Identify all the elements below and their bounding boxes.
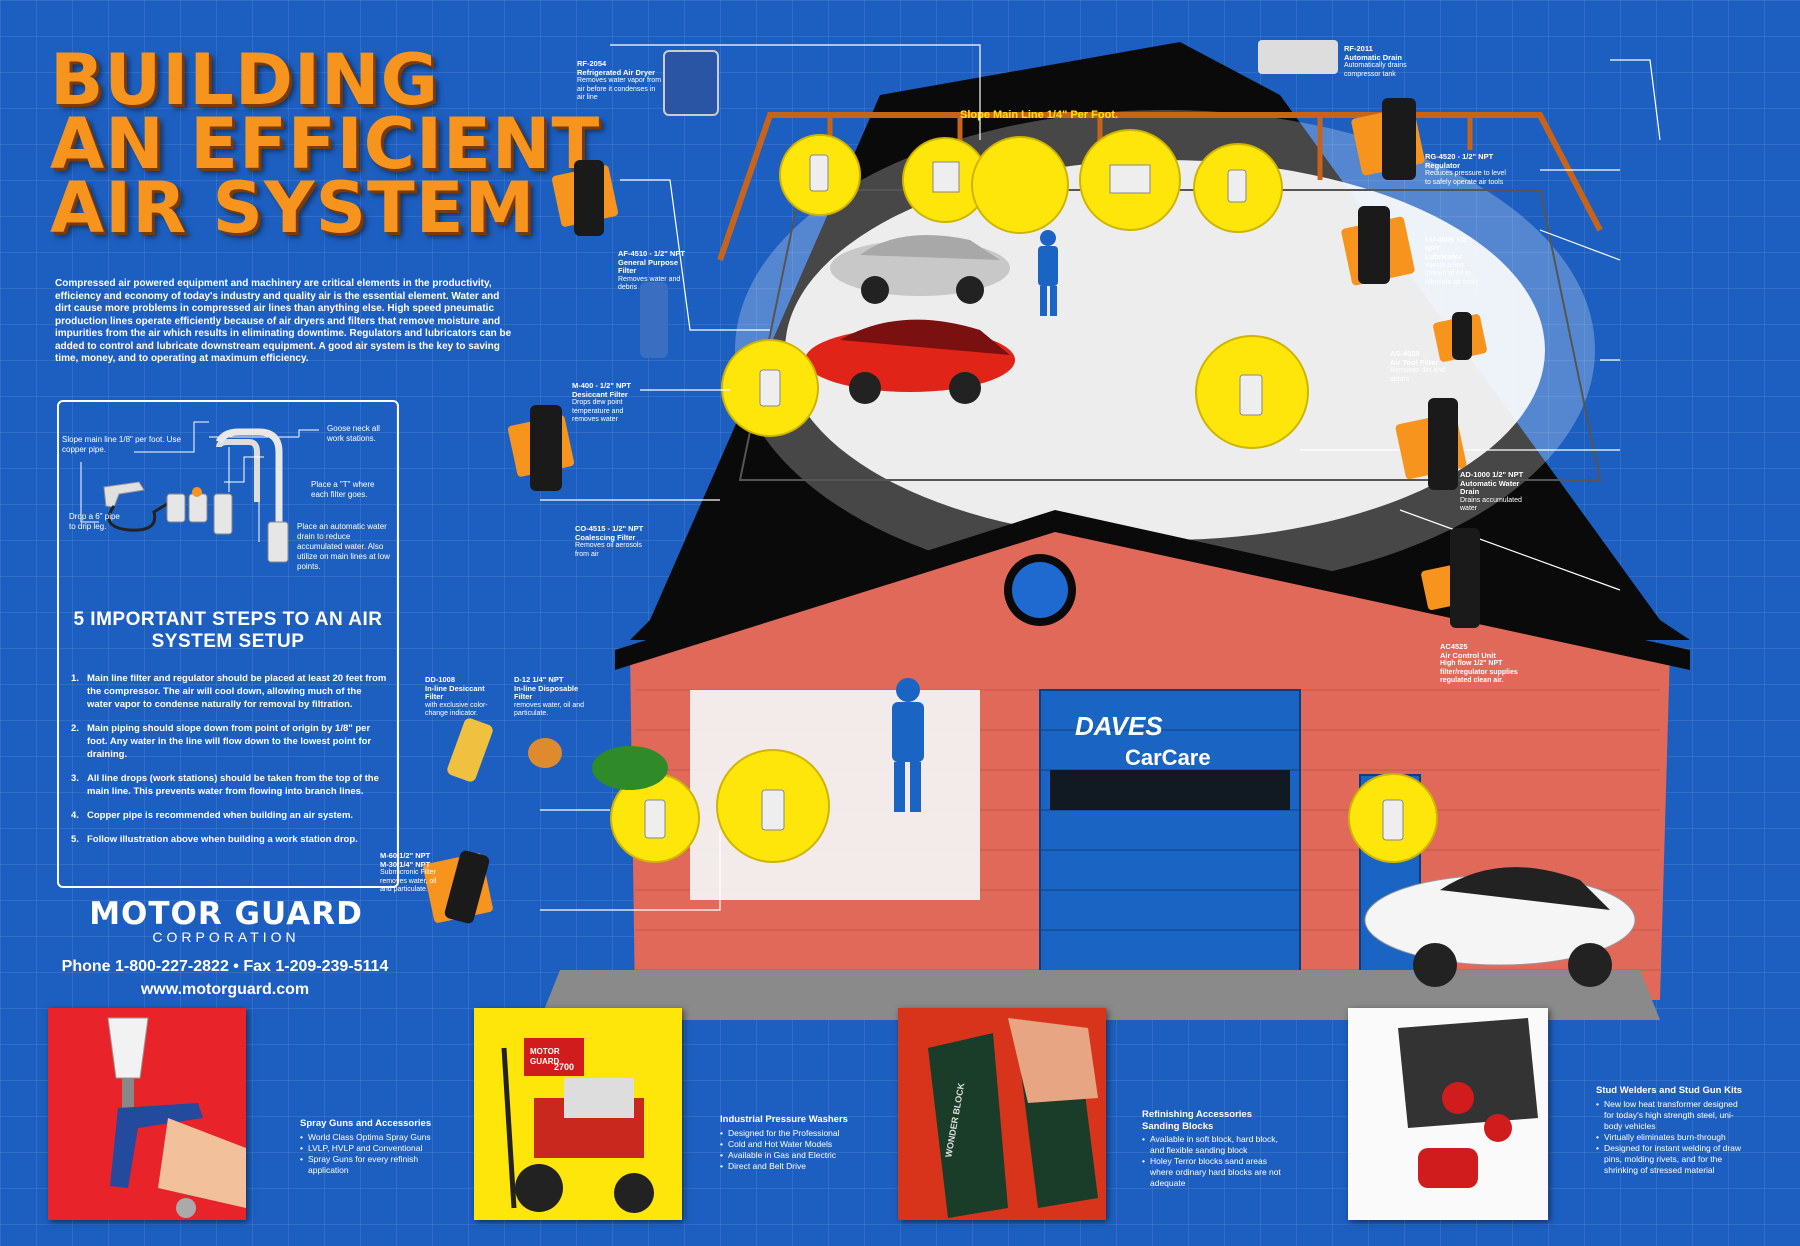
coalescing-filter-icon <box>530 405 562 491</box>
step-item: 4.Copper pipe is recommended when buildi… <box>71 810 354 821</box>
title-line-2: AN EFFICIENT <box>50 103 601 185</box>
air-control-unit-icon <box>1450 528 1480 628</box>
intro-paragraph: Compressed air powered equipment and mac… <box>55 278 512 364</box>
sanding-blocks-photo: WONDER BLOCK <box>898 1008 1106 1220</box>
regulator-icon <box>1382 98 1416 180</box>
step-item: 3.All line drops (work stations) should … <box>71 773 379 797</box>
general-filter-icon <box>574 160 604 236</box>
note-slope: Slope main line 1/8" per foot. Use coppe… <box>62 435 181 454</box>
note-auto-drain: Place an automatic water drain to reduce… <box>297 522 390 571</box>
white-car-icon <box>1364 867 1636 987</box>
poster-title: BUILDING AN EFFICIENT AIR SYSTEM <box>50 39 650 249</box>
stud-welders-text: Stud Welders and Stud Gun Kits New low h… <box>1596 1085 1746 1176</box>
spray-gun-photo <box>48 1008 246 1220</box>
lubricator-icon <box>1358 206 1390 284</box>
motor-guard-logo: MOTOR GUARD CORPORATION <box>89 896 363 945</box>
svg-text:MOTOR: MOTOR <box>530 1047 560 1056</box>
house-illustration: Slope Main Line 1/4" Per Foot. DAVES Car… <box>540 42 1690 1020</box>
phone-fax: Phone 1-800-227-2822 • Fax 1-209-239-511… <box>61 958 389 975</box>
water-drain-icon <box>1428 398 1458 490</box>
title-line-3: AIR SYSTEM <box>50 167 536 249</box>
air-dryer-icon <box>663 50 719 116</box>
inline-desiccant-icon <box>445 716 495 784</box>
contact-info: Phone 1-800-227-2822 • Fax 1-209-239-511… <box>40 955 410 1001</box>
pressure-washer-photo: MOTOR GUARD 2700 <box>474 1008 682 1220</box>
sanding-blocks-text: Refinishing Accessories Sanding Blocks A… <box>1142 1109 1292 1189</box>
note-goose-neck: Goose neck all work stations. <box>327 424 380 443</box>
spray-guns-text: Spray Guns and Accessories World Class O… <box>300 1118 450 1176</box>
desiccant-filter-icon <box>640 282 668 358</box>
svg-text:GUARD: GUARD <box>530 1057 560 1066</box>
painter-icon <box>892 678 924 812</box>
note-drip-leg: Drop a 6" pipe to drip leg. <box>69 512 120 531</box>
website: www.motorguard.com <box>140 981 310 998</box>
step-item: 1.Main line filter and regulator should … <box>71 673 387 710</box>
workstation-drop-diagram <box>80 421 319 563</box>
pressure-washers-text: Industrial Pressure Washers Designed for… <box>720 1114 860 1172</box>
disposable-filter-icon <box>528 738 562 768</box>
air-tool-filter-icon <box>1452 312 1472 360</box>
stud-welder-photo <box>1348 1008 1548 1220</box>
slope-banner-text: Slope Main Line 1/4" Per Foot. <box>960 109 1118 121</box>
air-gun-icon <box>103 481 168 532</box>
shop-sign-carcare: CarCare <box>1125 745 1211 770</box>
steps-list: 1.Main line filter and regulator should … <box>69 672 387 857</box>
silver-car-icon <box>830 235 1010 304</box>
step-item: 2.Main piping should slope down from poi… <box>71 723 372 760</box>
mechanic-icon <box>1038 230 1058 316</box>
steps-title: 5 IMPORTANT STEPS TO AN AIR SYSTEM SETUP <box>73 609 383 652</box>
svg-text:2700: 2700 <box>554 1062 574 1072</box>
red-car-icon <box>805 319 1015 404</box>
shop-sign-daves: DAVES <box>1075 711 1163 741</box>
step-item: 5.Follow illustration above when buildin… <box>71 834 358 845</box>
title-line-1: BUILDING <box>50 39 440 121</box>
note-tee: Place a "T" where each filter goes. <box>311 480 375 499</box>
auto-drain-icon <box>1258 40 1338 74</box>
steps-box: Slope main line 1/8" per foot. Use coppe… <box>57 400 399 888</box>
